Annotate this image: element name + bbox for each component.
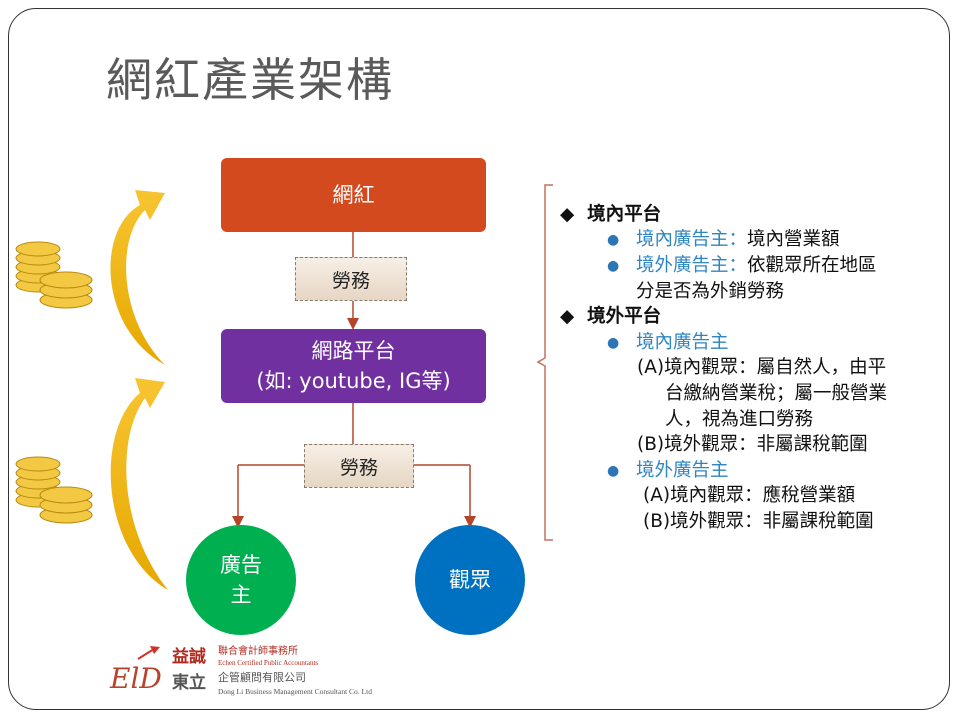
company-logo: ElD 益誠 東立 聯合會計師事務所 Echen Certified Publi… (108, 646, 408, 702)
item-text: (A)境內觀眾：屬自然人，由平 (637, 357, 887, 378)
bullet-icon: ● (607, 463, 620, 479)
coins-top-icon (15, 241, 93, 309)
item-text: (B)境外觀眾：非屬課稅範圍 (643, 511, 874, 532)
curved-arrow-top-icon (110, 190, 165, 365)
logo-name-1: 益誠 (172, 647, 206, 667)
list-item: 境內廣告主：境內營業額 (636, 227, 840, 252)
curved-arrow-bottom-icon (110, 378, 168, 590)
bullet-icon: ● (607, 258, 620, 274)
audience-label: 觀眾 (449, 568, 491, 592)
item-text: 人，視為進口勞務 (665, 409, 814, 430)
labor-box-top: 勞務 (295, 257, 407, 301)
labor-box-bottom: 勞務 (304, 444, 414, 488)
platform-examples: (如: youtube, IG等) (256, 369, 451, 393)
domestic-platform-label: 境內平台 (587, 204, 662, 225)
slide-frame (8, 8, 950, 710)
logo-line-1-en: Echen Certified Public Accountants (218, 659, 319, 667)
advertiser-circle: 廣告 主 (186, 525, 296, 635)
heading-domestic-platform: ◆ 境內平台 (560, 204, 662, 225)
influencer-box: 網紅 (221, 158, 486, 232)
logo-line-2-en: Dong Li Business Management Consultant C… (218, 687, 372, 696)
bullet-icon: ● (607, 335, 620, 351)
item-text: (B)境外觀眾：非屬課稅範圍 (637, 434, 868, 455)
labor-label: 勞務 (331, 269, 370, 292)
platform-box: 網路平台 (如: youtube, IG等) (221, 329, 486, 403)
heading-foreign-platform: ◆ 境外平台 (560, 306, 662, 327)
logo-line-2: 企管顧問有限公司 (218, 671, 306, 684)
influencer-label: 網紅 (332, 183, 375, 207)
foreign-platform-label: 境外平台 (587, 306, 662, 327)
item-label: 境內廣告主 (636, 332, 729, 353)
svg-text:ElD: ElD (109, 662, 162, 695)
logo-mark-icon: ElD (109, 646, 162, 695)
audience-circle: 觀眾 (415, 525, 525, 635)
item-text: 台繳納營業稅；屬一般營業 (665, 383, 888, 404)
item-label: 境外廣告主 (636, 460, 729, 481)
item-text-cont: 分是否為外銷勞務 (636, 281, 785, 302)
item-label: 境外廣告主： (636, 255, 748, 276)
advertiser-label: 廣告 (220, 553, 262, 577)
right-brace (536, 184, 553, 541)
item-text: 境內營業額 (747, 229, 840, 250)
page-title: 網紅產業架構 (106, 53, 394, 107)
advertiser-label-2: 主 (230, 583, 252, 607)
logo-line-1: 聯合會計師事務所 (218, 646, 298, 657)
bullet-icon: ● (607, 232, 620, 248)
item-text: (A)境內觀眾：應稅營業額 (643, 485, 856, 506)
list-item: 境外廣告主：依觀眾所在地區 (636, 253, 877, 278)
item-label: 境內廣告主： (636, 229, 748, 250)
logo-name-2: 東立 (172, 673, 206, 693)
item-text: 依觀眾所在地區 (747, 255, 877, 276)
coins-bottom-icon (15, 456, 93, 524)
platform-label: 網路平台 (311, 339, 396, 363)
labor-label: 勞務 (339, 456, 378, 479)
